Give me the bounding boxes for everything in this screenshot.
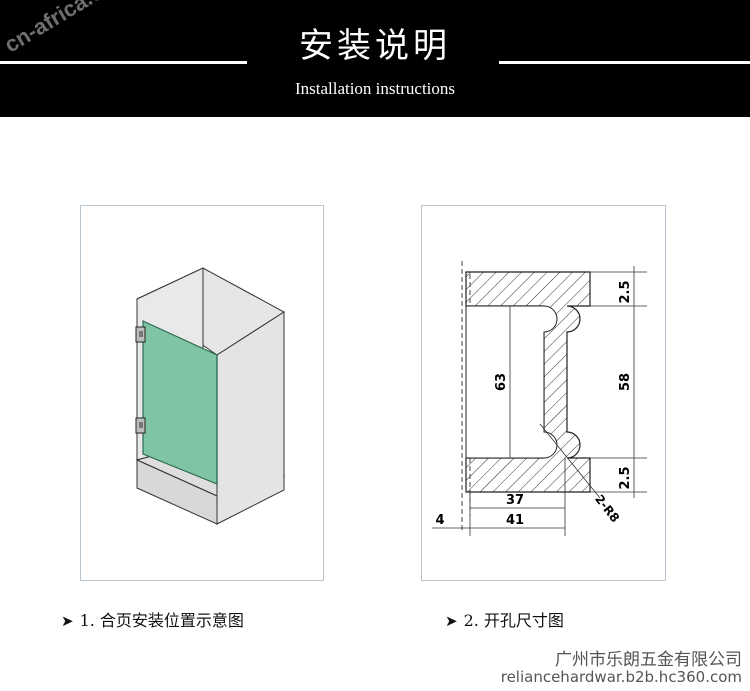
installation-position-panel	[80, 205, 324, 581]
banner-line-right	[499, 61, 750, 64]
dim-top-gap: 2.5	[618, 280, 633, 303]
dim-offset: 4	[435, 513, 444, 528]
arrow-icon: ➤	[445, 612, 458, 630]
caption-text-2: 2. 开孔尺寸图	[463, 611, 564, 630]
banner-line-left	[0, 61, 247, 64]
dim-radius: 2-R8	[592, 492, 622, 525]
header-banner: 安装说明 Installation instructions	[0, 0, 750, 117]
caption-installation-position: ➤ 1. 合页安装位置示意图	[61, 607, 244, 631]
enclosure-base	[136, 459, 218, 525]
shower-enclosure-illustration	[135, 267, 286, 525]
dim-height-total: 63	[494, 373, 509, 391]
dim-depth-outer: 41	[506, 513, 524, 528]
dim-depth-inner: 37	[506, 493, 524, 508]
page-title: 安装说明	[299, 26, 451, 66]
company-name: 广州市乐朗五金有限公司	[555, 650, 742, 670]
caption-text-1: 1. 合页安装位置示意图	[79, 611, 244, 630]
company-website: reliancehardwar.b2b.hc360.com	[500, 668, 742, 686]
hole-dimension-panel: 2.5 58 2.5 63 37 41 4 2-R8	[421, 205, 666, 581]
dim-bottom-gap: 2.5	[618, 466, 633, 489]
hole-dimension-drawing: 2.5 58 2.5 63 37 41 4 2-R8	[432, 261, 647, 536]
arrow-icon: ➤	[61, 612, 74, 630]
dim-height-inner: 58	[618, 373, 633, 391]
page-subtitle: Installation instructions	[294, 79, 456, 98]
caption-hole-dimension: ➤ 2. 开孔尺寸图	[445, 607, 564, 631]
